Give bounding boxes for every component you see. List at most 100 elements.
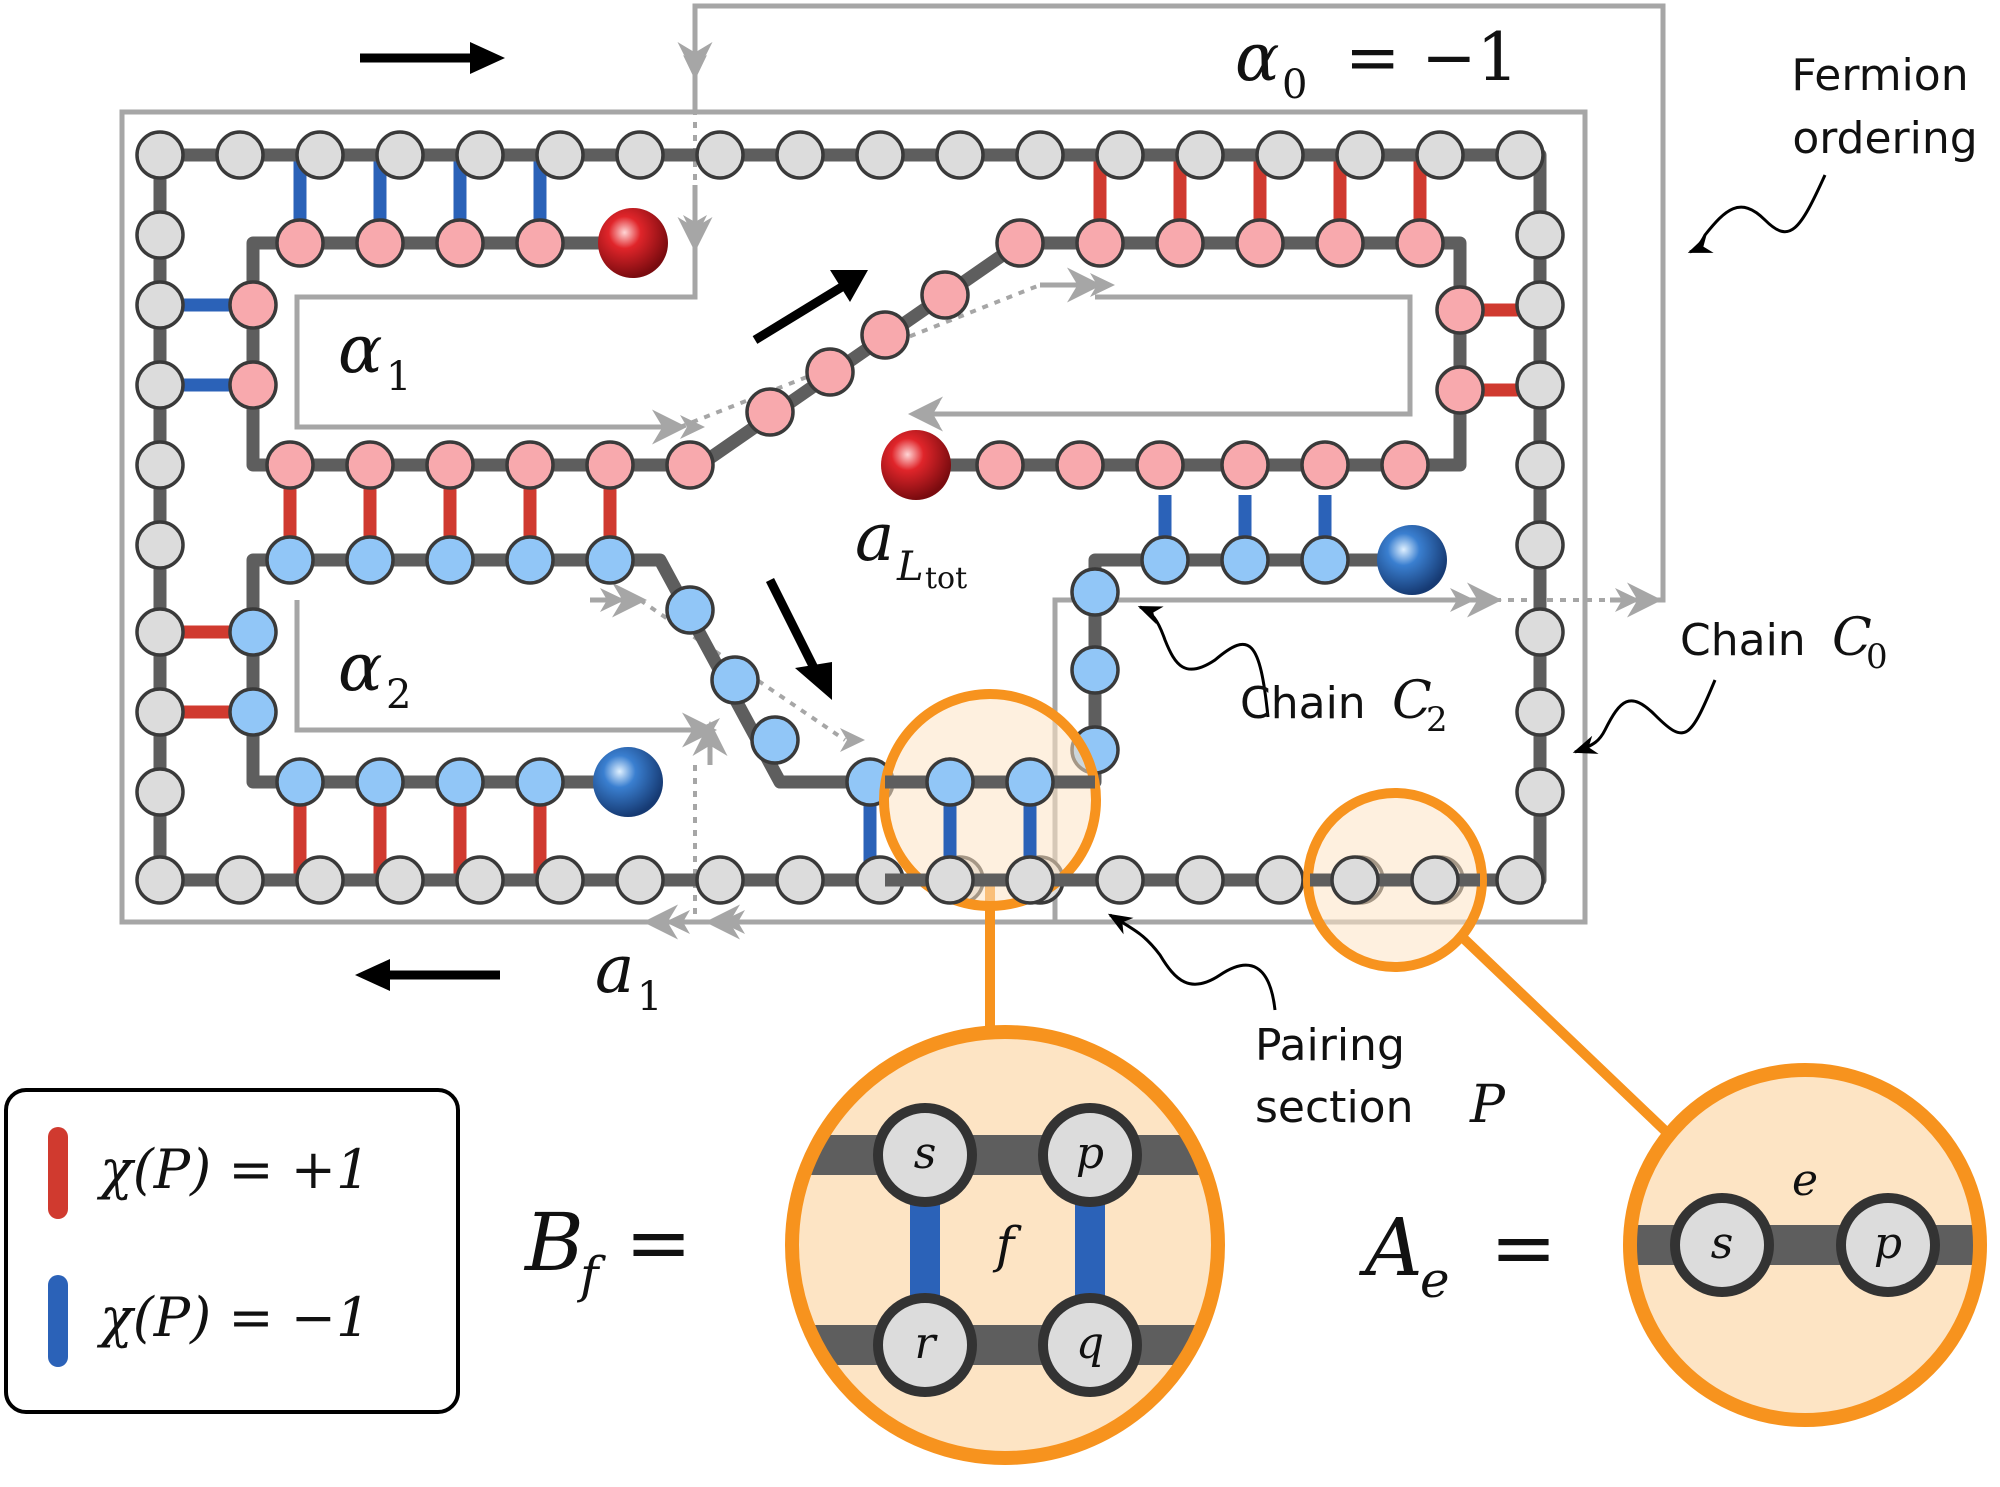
- gray-node: [1095, 130, 1145, 180]
- edge-label-e: e: [1792, 1155, 1818, 1206]
- alpha1-label: α 1: [338, 311, 411, 400]
- gray-node: [1175, 130, 1225, 180]
- pink-node: [228, 360, 278, 410]
- pink-node: [345, 440, 395, 490]
- blue-node: [1220, 535, 1270, 585]
- zoom-edge-vertex: s p e: [1623, 1063, 1987, 1427]
- gray-node: [455, 855, 505, 905]
- alpha0-label: α 0 = −1: [1235, 19, 1519, 108]
- arrow-up-diagonal: [752, 281, 848, 344]
- pink-upper-chain: [246, 236, 1467, 472]
- gray-node: [1255, 855, 1305, 905]
- svg-text:α: α: [1235, 19, 1280, 96]
- gray-node: [135, 520, 185, 570]
- pink-node: [505, 440, 555, 490]
- svg-text:=: =: [625, 1196, 692, 1289]
- blue-node: [425, 535, 475, 585]
- pink-node: [860, 310, 910, 360]
- gray-node: [1515, 687, 1565, 737]
- gray-node: [615, 855, 665, 905]
- pink-node: [1300, 440, 1350, 490]
- blue-node: [1300, 535, 1350, 585]
- blue-node: [355, 757, 405, 807]
- gray-node: [135, 360, 185, 410]
- highlight-node: [925, 757, 975, 807]
- node-label-s: s: [1711, 1218, 1734, 1269]
- blue-node: [515, 757, 565, 807]
- zoom-face-plaquette: s p r q f: [785, 1025, 1225, 1465]
- svg-text:P: P: [1469, 1075, 1506, 1135]
- svg-text:0: 0: [1866, 637, 1888, 677]
- squiggle-pointers: [1107, 174, 1827, 1011]
- blue-node: [710, 655, 760, 705]
- svg-text:1: 1: [386, 354, 411, 400]
- blue-node: [435, 757, 485, 807]
- gray-node: [1175, 855, 1225, 905]
- pink-node: [1055, 440, 1105, 490]
- pink-node: [435, 218, 485, 268]
- gray-node: [295, 855, 345, 905]
- gray-node: [1515, 767, 1565, 817]
- gray-node: [135, 767, 185, 817]
- a1-label: a 1: [595, 931, 662, 1020]
- gray-node: [1515, 360, 1565, 410]
- gray-node: [135, 607, 185, 657]
- svg-text:1: 1: [637, 974, 662, 1020]
- svg-text:C: C: [1392, 671, 1432, 731]
- svg-text:2: 2: [1426, 700, 1448, 740]
- blue-node: [585, 535, 635, 585]
- highlight-node: [1330, 855, 1380, 905]
- blue-node: [1070, 645, 1120, 695]
- highlight-node: [1005, 757, 1055, 807]
- chain-c0-label: Chain C 0: [1680, 608, 1888, 677]
- blue-node: [228, 687, 278, 737]
- direction-arrows: [355, 42, 868, 991]
- node-label-p: p: [1874, 1218, 1902, 1269]
- gray-node: [775, 855, 825, 905]
- svg-text:2: 2: [386, 672, 411, 718]
- svg-text:α: α: [338, 629, 383, 706]
- blue-node: [275, 757, 325, 807]
- pink-node: [355, 218, 405, 268]
- pink-node: [665, 440, 715, 490]
- gray-node: [375, 855, 425, 905]
- pink-node: [425, 440, 475, 490]
- node-p: [1836, 1193, 1940, 1297]
- svg-text:Chain: Chain: [1240, 678, 1366, 729]
- gray-node: [135, 210, 185, 260]
- blue-node: [1070, 567, 1120, 617]
- pink-node: [975, 440, 1025, 490]
- blue-node: [505, 535, 555, 585]
- pink-node: [515, 218, 565, 268]
- pink-node: [745, 387, 795, 437]
- svg-text:= −1: = −1: [1345, 19, 1519, 96]
- legend-label-plus: χ(P) = +1: [96, 1138, 370, 1201]
- gray-node: [215, 855, 265, 905]
- svg-text:tot: tot: [925, 561, 967, 596]
- svg-text:L: L: [896, 544, 924, 590]
- gray-node: [935, 130, 985, 180]
- node-s: [1670, 1193, 1774, 1297]
- chain-c2-label: Chain C 2: [1240, 671, 1448, 740]
- node-label-s: s: [914, 1128, 937, 1179]
- svg-text:a: a: [595, 931, 634, 1008]
- pink-node: [1380, 440, 1430, 490]
- gray-node: [1415, 130, 1465, 180]
- fermion-ordering-label-2: ordering: [1792, 113, 1977, 164]
- gray-node: [1515, 210, 1565, 260]
- gray-node: [295, 130, 345, 180]
- gray-node: [1095, 855, 1145, 905]
- outer-path: [119, 109, 1588, 925]
- blue-node: [665, 585, 715, 635]
- highlight-node: [925, 855, 975, 905]
- pink-node: [1135, 440, 1185, 490]
- pink-node: [1155, 218, 1205, 268]
- gray-node: [135, 440, 185, 490]
- blue-node: [228, 607, 278, 657]
- legend-label-minus: χ(P) = −1: [96, 1286, 370, 1349]
- highlight-nodes: [885, 757, 1480, 905]
- gray-node: [455, 130, 505, 180]
- gray-arrowheads: [600, 55, 1640, 934]
- blue-lower-chain: [246, 553, 625, 789]
